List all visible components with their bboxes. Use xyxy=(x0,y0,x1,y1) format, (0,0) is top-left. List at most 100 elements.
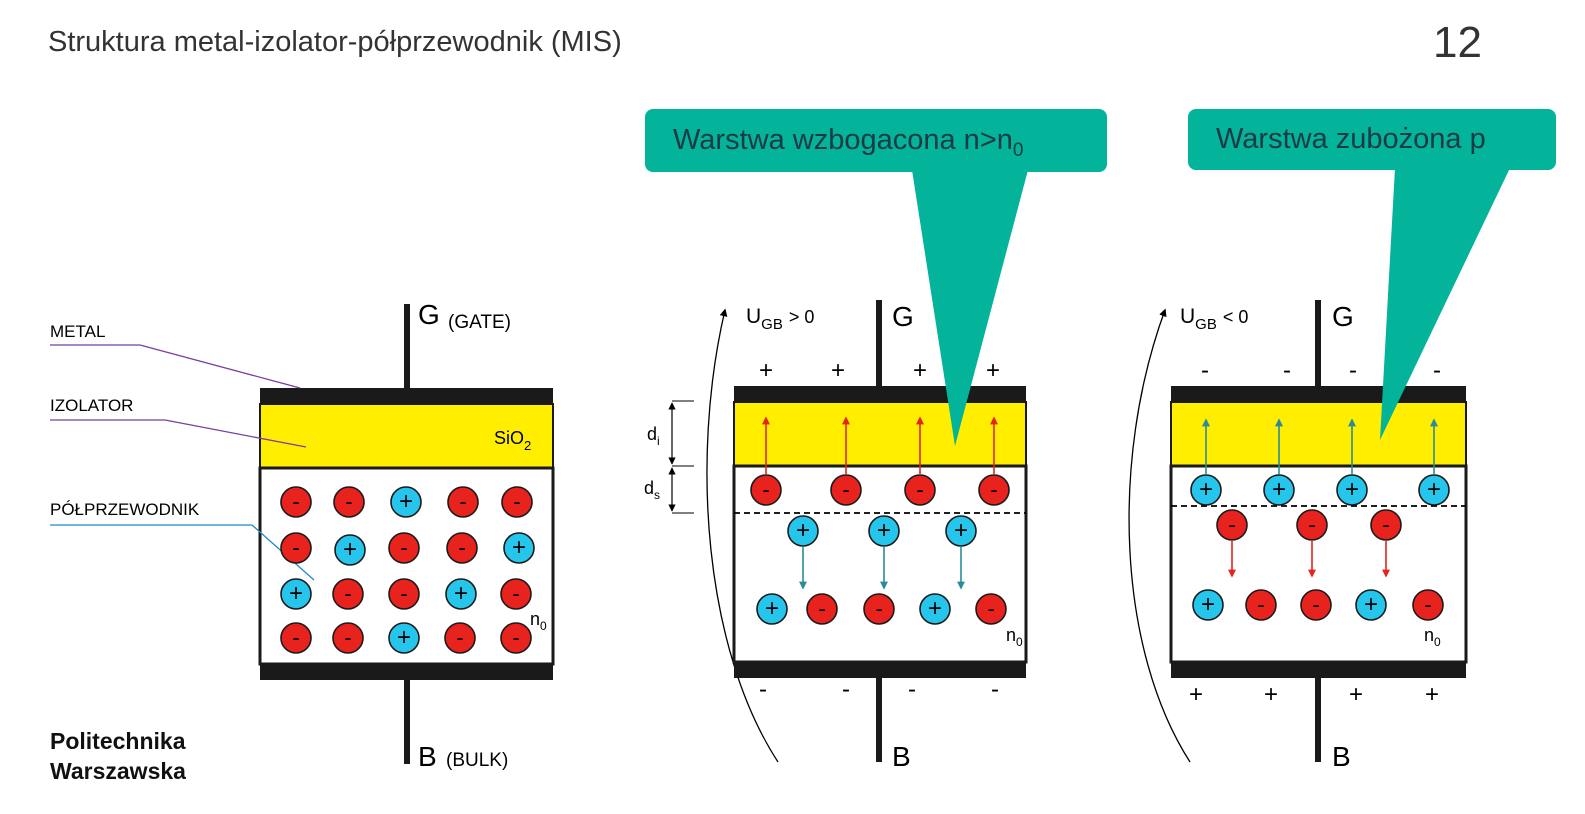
diagram-1-carriers: --+---+--++--+---+-- xyxy=(280,486,535,654)
electron-icon: - xyxy=(1216,509,1248,541)
charge-sign: - xyxy=(908,676,916,703)
svg-text:+: + xyxy=(1199,476,1213,503)
diagram-1-neutral: G (GATE) B (BULK) SiO2 n0 METAL IZOLATOR… xyxy=(50,299,555,772)
logo-line-2: Warszawska xyxy=(50,758,186,784)
logo-line-1: Politechnika xyxy=(50,728,186,754)
svg-text:-: - xyxy=(345,489,352,514)
svg-text:+: + xyxy=(1272,476,1286,503)
svg-text:+: + xyxy=(877,517,891,544)
callout-pointer xyxy=(1380,168,1510,440)
gate-letter: G xyxy=(1332,301,1354,332)
electron-icon: - xyxy=(388,532,420,564)
metal-bulk-plate xyxy=(1171,662,1466,678)
hole-icon: + xyxy=(1192,589,1224,621)
charge-sign: + xyxy=(986,357,1000,384)
svg-text:-: - xyxy=(818,596,825,621)
electron-icon: - xyxy=(975,593,1007,625)
metal-gate-plate xyxy=(734,386,1026,402)
semiconductor-region xyxy=(1169,464,1468,664)
metal-bulk-plate xyxy=(734,662,1026,678)
svg-text:+: + xyxy=(1345,476,1359,503)
semiconductor-region xyxy=(732,464,1028,664)
svg-text:-: - xyxy=(512,581,519,606)
svg-text:-: - xyxy=(513,489,520,514)
insulator-label: IZOLATOR xyxy=(50,396,133,415)
hole-icon: + xyxy=(334,534,366,566)
svg-text:-: - xyxy=(1228,512,1235,537)
charge-sign: + xyxy=(913,357,927,384)
hole-icon: + xyxy=(756,593,788,625)
svg-text:+: + xyxy=(343,536,357,563)
voltage-arrow xyxy=(1128,308,1191,763)
svg-text:+: + xyxy=(928,595,942,622)
hole-icon: + xyxy=(445,578,477,610)
svg-text:-: - xyxy=(400,535,407,560)
hole-icon: + xyxy=(868,515,900,547)
gate-letter: G xyxy=(418,299,440,330)
svg-text:+: + xyxy=(1364,591,1378,618)
svg-text:-: - xyxy=(456,625,463,650)
svg-text:+: + xyxy=(954,517,968,544)
svg-text:-: - xyxy=(987,596,994,621)
bulk-word: (BULK) xyxy=(446,750,508,771)
voltage-arrow xyxy=(706,308,779,763)
bulk-letter: B xyxy=(892,741,911,772)
hole-icon: + xyxy=(503,532,535,564)
svg-text:-: - xyxy=(1312,592,1319,617)
charge-sign: + xyxy=(759,357,773,384)
svg-text:+: + xyxy=(289,580,303,607)
u-gb-label: UGB> 0 xyxy=(746,305,814,333)
diagram-3-carriers: ++++---+--+- xyxy=(1190,418,1450,621)
electron-icon: - xyxy=(388,578,420,610)
svg-text:-: - xyxy=(762,477,769,502)
n0-label: n0 xyxy=(530,609,547,633)
callout-box xyxy=(645,109,1107,172)
hole-icon: + xyxy=(280,578,312,610)
insulator-leader-slant xyxy=(164,419,307,448)
svg-text:-: - xyxy=(344,625,351,650)
charge-sign: - xyxy=(1201,357,1209,384)
svg-text:-: - xyxy=(512,625,519,650)
charge-sign: + xyxy=(831,357,845,384)
metal-bulk-plate xyxy=(260,664,553,680)
svg-text:-: - xyxy=(400,581,407,606)
hole-icon: + xyxy=(1190,474,1222,506)
hole-icon: + xyxy=(1418,474,1450,506)
svg-text:-: - xyxy=(1382,512,1389,537)
electron-icon: - xyxy=(333,486,365,518)
electron-icon: - xyxy=(447,486,479,518)
charge-sign: - xyxy=(991,676,999,703)
charge-sign: + xyxy=(1189,681,1203,708)
charge-sign: - xyxy=(1349,357,1357,384)
svg-text:-: - xyxy=(875,596,882,621)
svg-text:-: - xyxy=(344,581,351,606)
electron-icon: - xyxy=(1412,589,1444,621)
electron-icon: - xyxy=(444,622,476,654)
svg-text:-: - xyxy=(292,535,299,560)
charge-sign: + xyxy=(1264,681,1278,708)
callout-box xyxy=(1188,109,1556,170)
charge-sign: - xyxy=(1433,357,1441,384)
bulk-letter: B xyxy=(418,741,437,772)
svg-text:-: - xyxy=(458,535,465,560)
surface-charge-signs: ++++---- xyxy=(759,357,1000,703)
callout-text: Warstwa wzbogacona n>n0 xyxy=(673,124,1023,161)
bulk-letter: B xyxy=(1332,741,1351,772)
charge-sign: - xyxy=(1283,357,1291,384)
hole-icon: + xyxy=(787,515,819,547)
n0-label: n0 xyxy=(1424,625,1441,649)
hole-icon: + xyxy=(1355,589,1387,621)
svg-text:+: + xyxy=(1201,591,1215,618)
svg-text:-: - xyxy=(292,625,299,650)
svg-text:-: - xyxy=(1308,512,1315,537)
insulator-layer xyxy=(259,403,554,469)
svg-text:-: - xyxy=(459,489,466,514)
gate-letter: G xyxy=(892,301,914,332)
gate-word: (GATE) xyxy=(448,312,511,333)
metal-gate-plate xyxy=(1171,386,1466,402)
hole-icon: + xyxy=(390,486,422,518)
electron-icon: - xyxy=(332,578,364,610)
electron-icon: - xyxy=(500,578,532,610)
charge-sign: + xyxy=(1349,681,1363,708)
electron-icon: - xyxy=(1296,509,1328,541)
